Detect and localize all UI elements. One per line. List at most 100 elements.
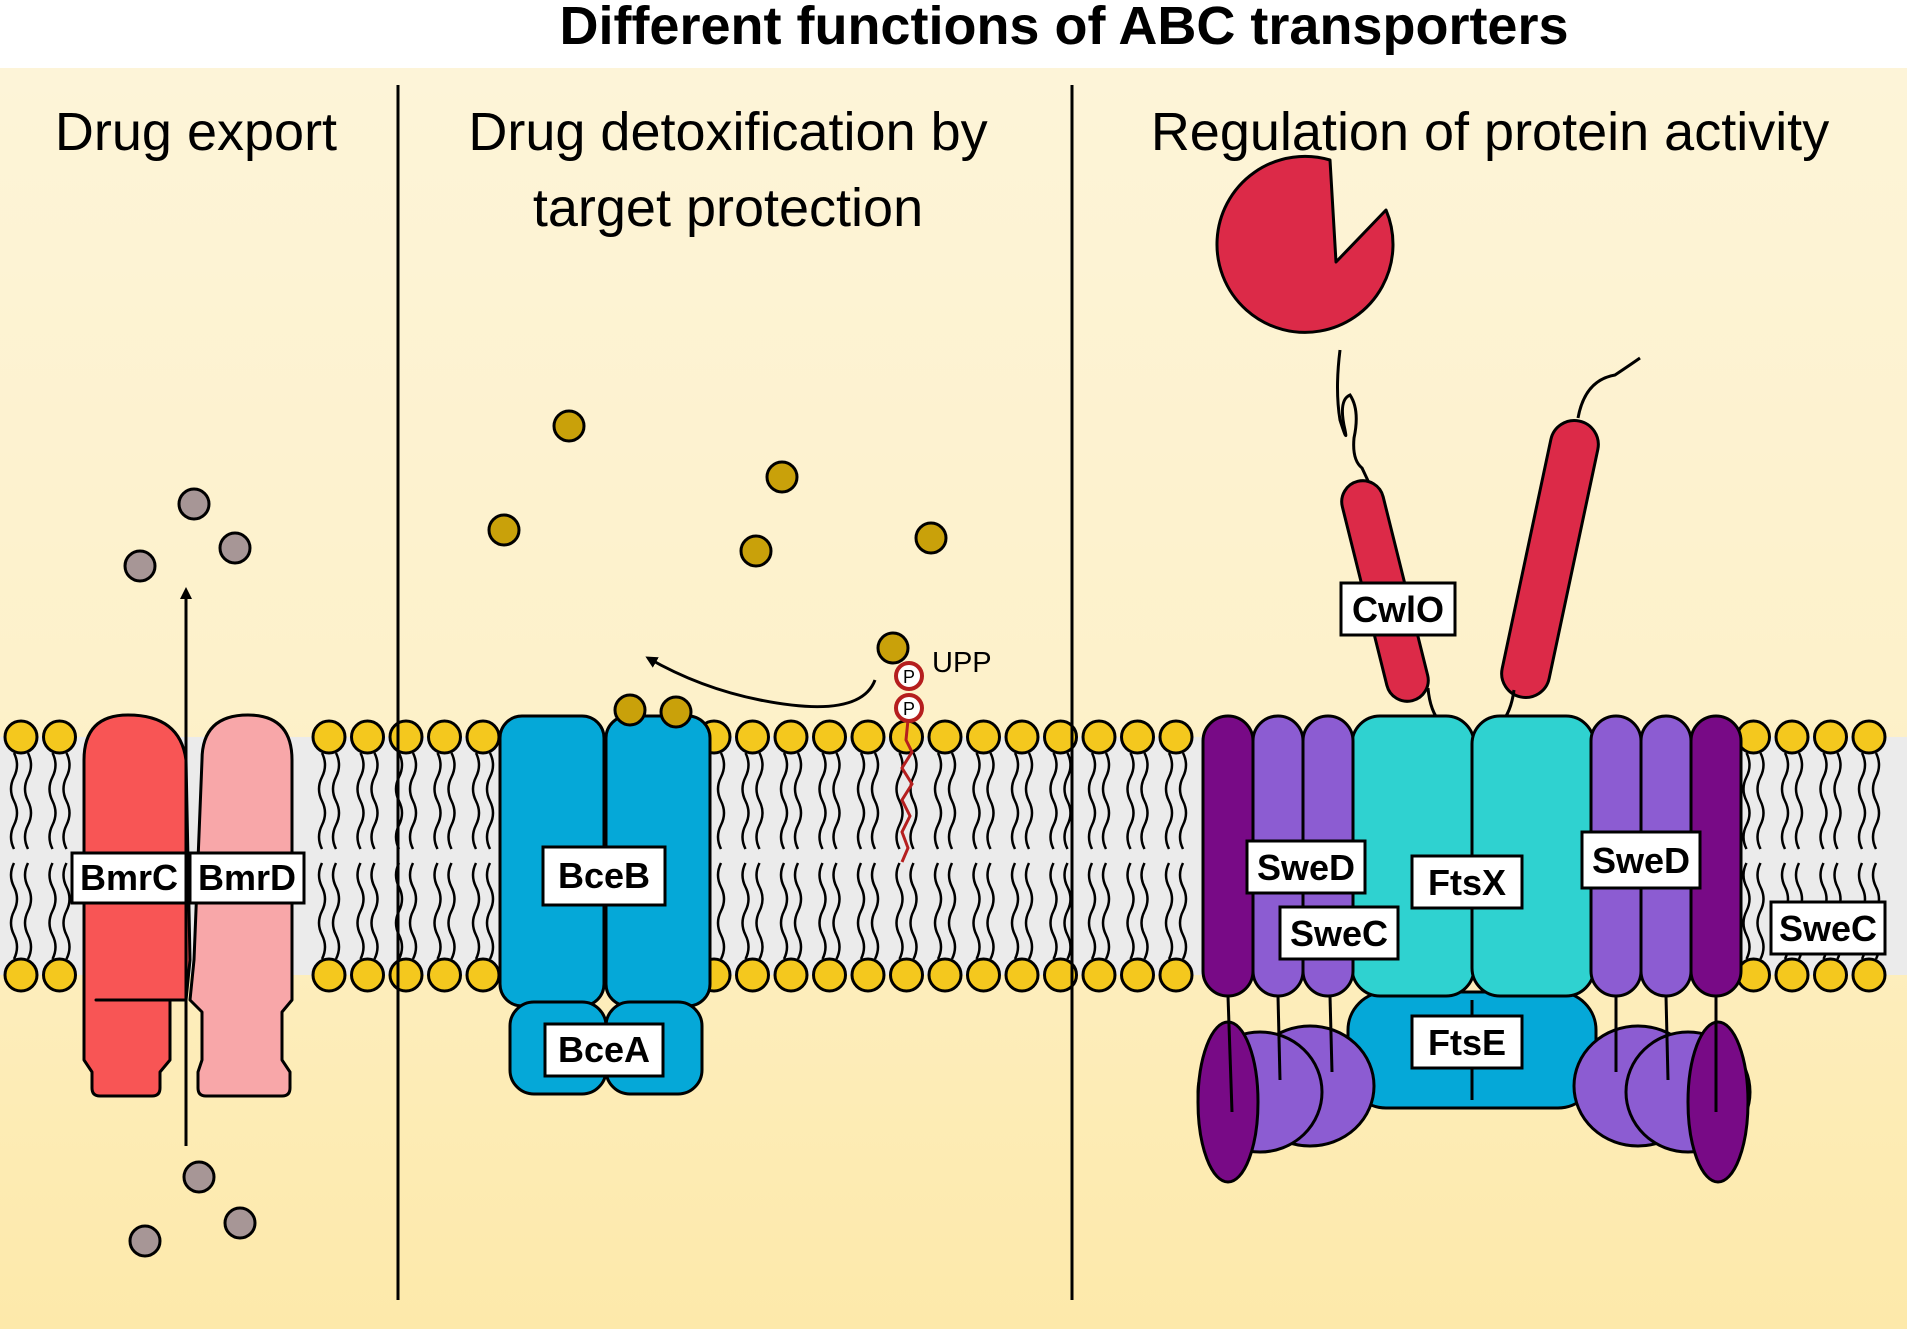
lipid-tail xyxy=(1178,862,1188,960)
lipid-tail xyxy=(9,752,19,850)
lipid-tail xyxy=(716,752,726,850)
lipid-tail xyxy=(370,752,379,850)
lipid-tail xyxy=(1140,862,1149,960)
lipid-head xyxy=(350,957,385,993)
lipid-tail xyxy=(485,752,495,850)
lipid-tail xyxy=(485,862,495,960)
lipid-head xyxy=(1120,719,1155,755)
lipid-tail xyxy=(909,862,918,960)
lipid-tail xyxy=(408,752,418,850)
ftse-label-box xyxy=(1410,1014,1524,1070)
lipid-head xyxy=(1851,719,1887,755)
lipid-head xyxy=(966,719,1001,755)
exported-drug-molecules xyxy=(123,487,257,1258)
lipid-head xyxy=(1813,957,1848,993)
lipid-head xyxy=(1158,719,1194,755)
lipid-tail xyxy=(1010,862,1020,960)
lipid-head xyxy=(966,957,1001,993)
lipid-tail xyxy=(62,862,71,960)
lipid-tail xyxy=(1049,862,1058,960)
lipid-tail xyxy=(1126,862,1135,960)
lipid-head xyxy=(1813,719,1848,755)
lipid-tail xyxy=(986,752,995,850)
lipid-tail xyxy=(1063,752,1072,850)
lipid-tail xyxy=(48,752,57,850)
lipid-head xyxy=(311,957,347,993)
lipid-head xyxy=(812,719,847,755)
lipid-tail xyxy=(909,752,918,850)
lipid-head xyxy=(1158,957,1194,993)
lipid-head xyxy=(1774,719,1810,755)
lipid-tail xyxy=(793,752,803,850)
lipid-tail xyxy=(471,862,481,960)
lipid-tail xyxy=(832,752,841,850)
lipid-tail xyxy=(972,862,981,960)
lipid-tail xyxy=(1742,752,1751,850)
lipid-tail xyxy=(933,752,943,850)
lipid-tail xyxy=(793,862,803,960)
lipid-heads xyxy=(3,719,1887,993)
lipid-head xyxy=(812,957,847,993)
lipid-tail xyxy=(23,862,33,960)
lipid-head xyxy=(311,719,347,755)
lipid-head xyxy=(927,957,963,993)
bmrc-label-box xyxy=(70,851,188,905)
swed-right-label: SweD xyxy=(1592,840,1690,881)
bmrc-protein xyxy=(82,713,192,1098)
upp-phosphate-1: P xyxy=(903,667,915,687)
lipid-tail xyxy=(1164,862,1174,960)
lipid-tail xyxy=(1178,752,1188,850)
lipid-tail xyxy=(1871,752,1881,850)
detox-drug-molecules xyxy=(487,409,948,729)
ftsx-label: FtsX xyxy=(1428,862,1506,903)
lipid-tail xyxy=(1742,862,1751,960)
bmrd-label: BmrD xyxy=(198,857,296,898)
lipid-tail xyxy=(779,862,789,960)
lipid-tail xyxy=(1756,862,1765,960)
swed-left-label: SweD xyxy=(1257,847,1355,888)
cwlo-protein xyxy=(1215,154,1641,737)
lipid-tail xyxy=(1756,752,1765,850)
lipid-tail xyxy=(1140,752,1149,850)
lipid-tail xyxy=(433,752,442,850)
lipid-tail xyxy=(755,862,764,960)
lipid-tail xyxy=(779,752,789,850)
swec-right-label-box xyxy=(1769,900,1887,956)
swec-left-label: SweC xyxy=(1290,913,1388,954)
detox-arrow xyxy=(645,656,877,709)
lipid-tail xyxy=(1010,752,1020,850)
lipid-tail xyxy=(471,752,481,850)
upp-phosphate-2: P xyxy=(903,699,915,719)
figure-title: Different functions of ABC transporters xyxy=(559,0,1568,56)
lipid-head xyxy=(465,957,501,993)
lipid-tail xyxy=(356,862,365,960)
bcea-label-box xyxy=(543,1022,665,1078)
lipid-tail xyxy=(1101,862,1111,960)
lipid-tail xyxy=(1126,752,1135,850)
lipid-tail xyxy=(818,862,827,960)
lipid-head xyxy=(927,719,963,755)
lipid-head xyxy=(773,719,809,755)
lipid-tail xyxy=(370,862,379,960)
lipid-head xyxy=(1081,957,1117,993)
lipid-tail xyxy=(1819,752,1828,850)
lipid-tail xyxy=(856,862,866,960)
lipid-head xyxy=(1004,719,1040,755)
swec-right-label: SweC xyxy=(1779,908,1877,949)
lipid-tail xyxy=(9,862,19,960)
ftsx-label-box xyxy=(1410,854,1524,910)
lipid-tail xyxy=(716,862,726,960)
lipid-head xyxy=(465,719,501,755)
lipid-tail xyxy=(755,752,764,850)
ftse-label: FtsE xyxy=(1428,1022,1506,1063)
lipid-head xyxy=(3,719,39,755)
lipid-tail xyxy=(62,752,71,850)
lipid-tail xyxy=(870,752,880,850)
lipid-head xyxy=(3,957,39,993)
lipid-head xyxy=(850,719,886,755)
lipid-tail xyxy=(331,862,341,960)
lipid-tail xyxy=(986,862,995,960)
lipid-head xyxy=(1081,719,1117,755)
lipid-head xyxy=(1043,957,1078,993)
lipid-head xyxy=(773,957,809,993)
